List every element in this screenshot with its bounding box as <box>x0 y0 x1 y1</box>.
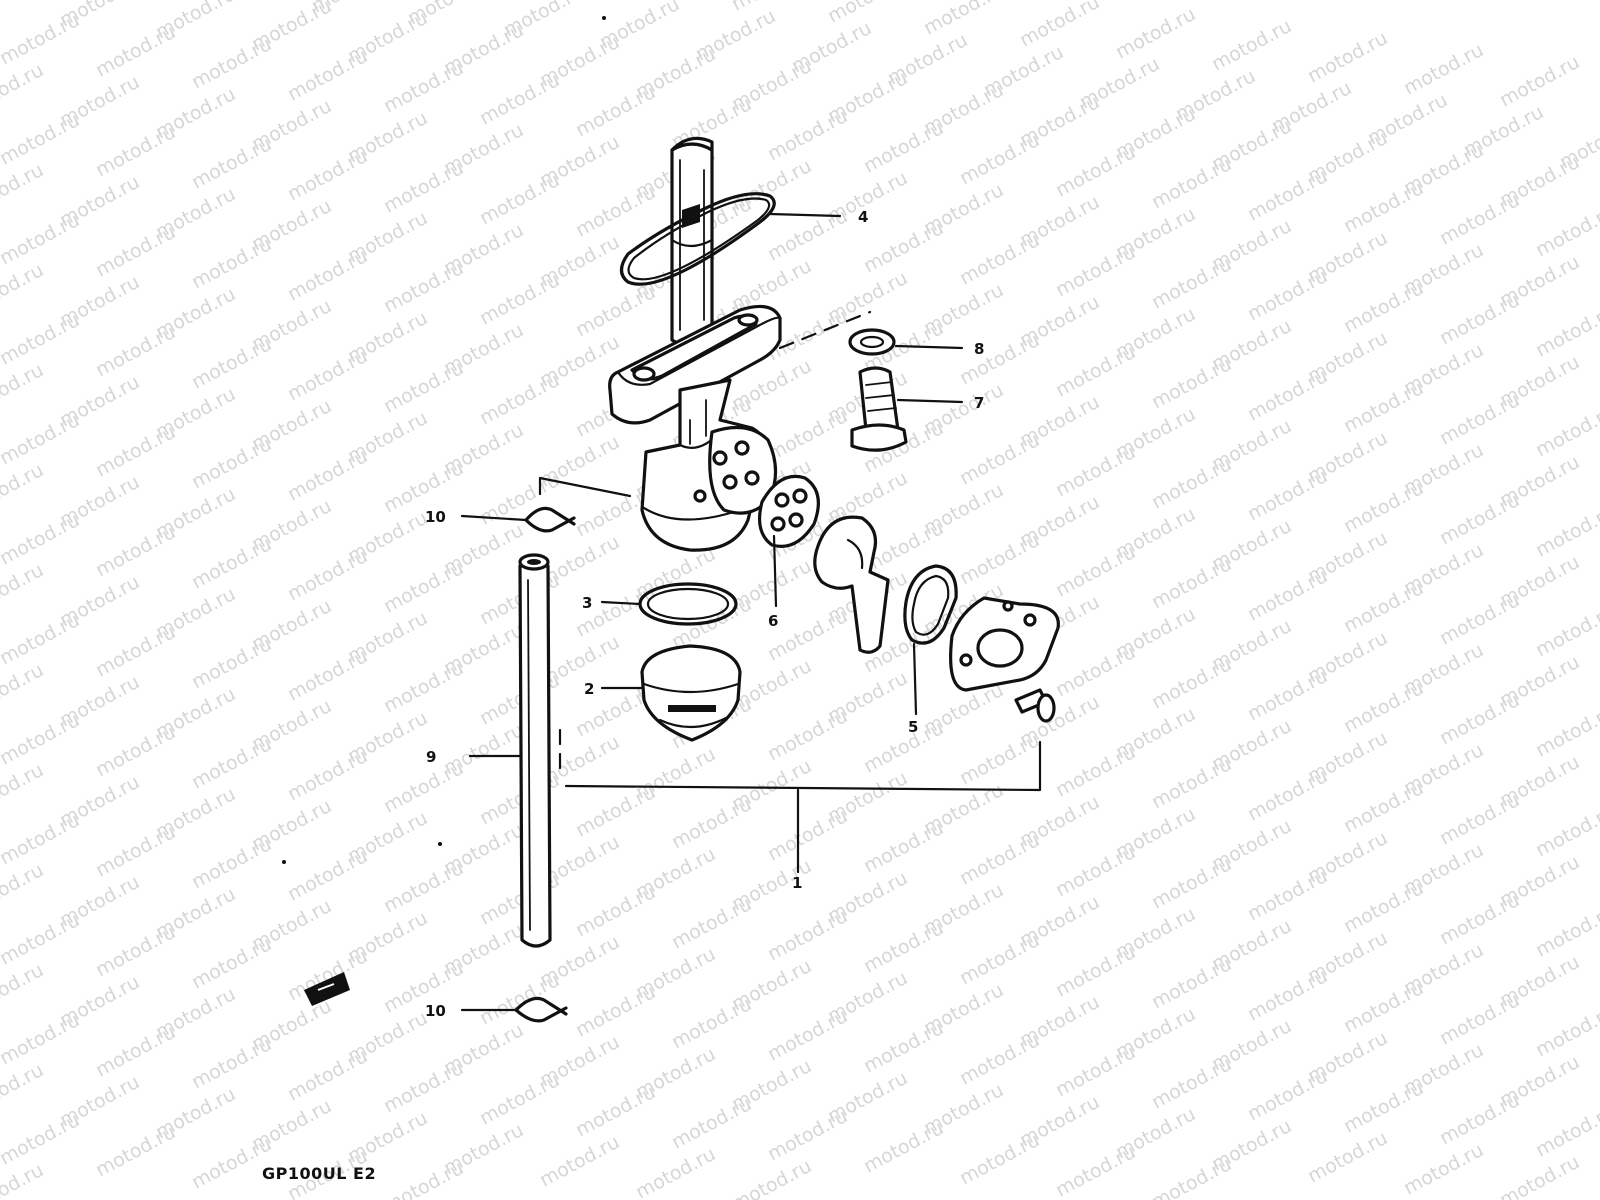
part-10-clip-upper <box>524 506 576 533</box>
part-6-valve-plate <box>758 474 820 548</box>
callout-2: 2 <box>584 680 594 698</box>
callout-3: 3 <box>582 594 592 612</box>
part-4-lever-shaft <box>670 136 714 348</box>
part-10-clip-lower <box>514 996 568 1023</box>
part-4-o-ring <box>619 192 776 286</box>
alignment-lines <box>538 310 1042 792</box>
callout-6: 6 <box>768 612 778 630</box>
screw <box>1014 688 1056 723</box>
part-3-o-ring <box>638 582 738 626</box>
callout-4: 4 <box>858 208 868 226</box>
callout-10-lower: 10 <box>425 1002 446 1020</box>
part-8-washer <box>848 328 896 356</box>
lever-handle <box>813 515 890 654</box>
part-9-fuel-hose <box>518 553 552 948</box>
part-7-filter-bolt <box>850 366 908 452</box>
leader-lines <box>460 212 964 1012</box>
callout-labels: 4 8 7 10 3 6 2 5 9 1 10 <box>425 208 984 1020</box>
callout-1: 1 <box>792 874 802 892</box>
callout-9: 9 <box>426 748 436 766</box>
callout-5: 5 <box>908 718 918 736</box>
model-code-label: GP100UL E2 <box>262 1164 377 1183</box>
small-tag <box>304 972 350 1006</box>
callout-7: 7 <box>974 394 984 412</box>
part-5-gasket <box>903 564 958 645</box>
cover-plate <box>949 596 1060 692</box>
fuel-cock-body <box>608 304 782 552</box>
callout-8: 8 <box>974 340 984 358</box>
part-2-filter-cup <box>640 644 742 742</box>
callout-10-upper: 10 <box>425 508 446 526</box>
